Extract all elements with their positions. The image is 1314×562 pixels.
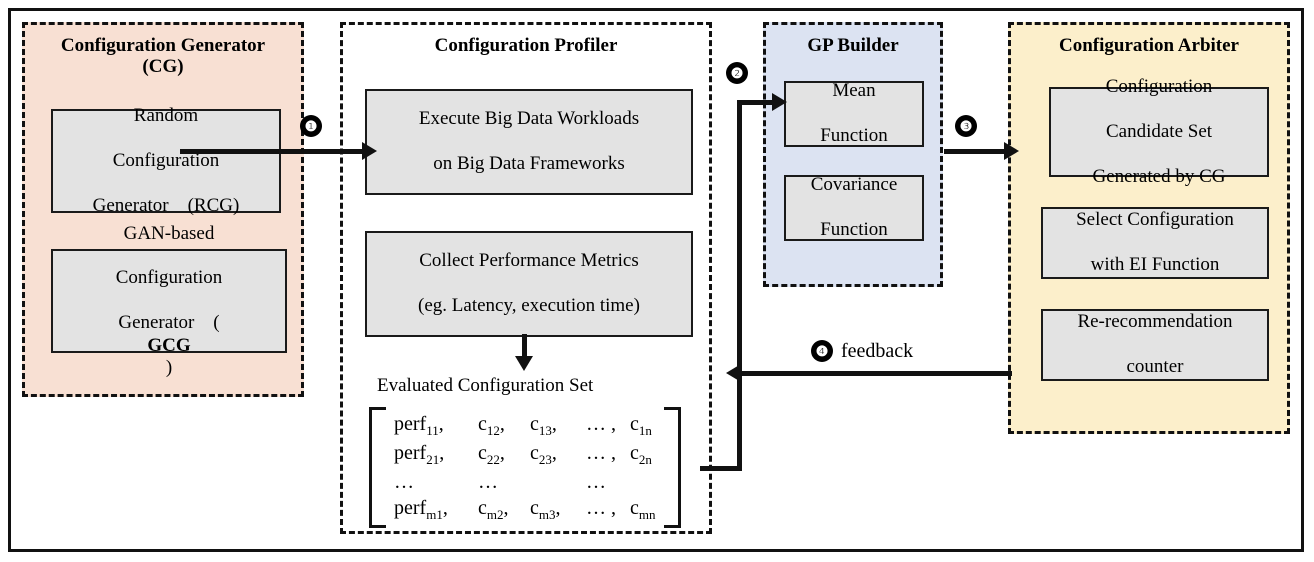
matrix-row: perfm1,cm2,cm3,… ,cmn [394,496,656,522]
execute-line2: on Big Data Frameworks [433,153,625,175]
matrix-bracket-left [369,407,386,528]
panel-title-cg: Configuration Generator (CG) [25,35,301,78]
panel-configuration-arbiter: Configuration Arbiter Configuration Cand… [1008,22,1290,434]
panel-title-arbiter: Configuration Arbiter [1059,35,1239,56]
matrix-row: ……… [394,470,606,493]
collect-line2: (eg. Latency, execution time) [418,295,640,317]
flow-1-badge: ❶ [300,115,322,137]
panel-title-cg-line2: (CG) [142,56,184,78]
matrix-bracket-right [663,407,681,528]
cov-line2: Function [820,219,888,241]
execute-line1: Execute Big Data Workloads [418,108,640,130]
candidate-line2: Candidate Set [1105,120,1213,142]
flow-2-badge: ❷ [726,62,748,84]
candidate-line1: Configuration [1105,75,1213,97]
panel-gp-builder: GP Builder Mean Function Covariance Func… [763,22,943,287]
panel-configuration-generator: Configuration Generator (CG) Random Conf… [22,22,304,397]
box-covariance-function[interactable]: Covariance Function [784,174,924,241]
box-random-configuration-generator[interactable]: Random Configuration Generator (RCG) [51,105,281,216]
matrix-row: perf11,c12,c13,… ,c1n [394,413,652,438]
box-collect-performance-metrics[interactable]: Collect Performance Metrics (eg. Latency… [365,231,693,337]
gcg-line3: Generator (GCG) [118,312,220,379]
label-evaluated-configuration-set: Evaluated Configuration Set [377,375,594,396]
gcg-line2: Configuration [115,267,223,289]
select-line2: with EI Function [1090,254,1220,276]
matrix-row: perf21,c22,c23,… ,c2n [394,441,652,467]
candidate-line3: Generated by CG [1092,165,1226,187]
counter-line1: Re-recommendation [1077,311,1233,333]
flow-collect-to-set-arrowhead [515,356,533,371]
box-gan-based-configuration-generator[interactable]: GAN-based Configuration Generator (GCG) [51,223,287,378]
box-re-recommendation-counter[interactable]: Re-recommendation counter [1041,309,1269,381]
counter-line2: counter [1126,356,1184,378]
flow-3-arrowhead [1004,142,1019,160]
rcg-line3: Generator (RCG) [92,194,240,216]
flow-3-line [944,149,1012,154]
panel-title-cg-line1: Configuration Generator [60,35,266,56]
box-configuration-candidate-set[interactable]: Configuration Candidate Set Generated by… [1049,76,1269,187]
flow-2-line-riser [737,100,742,471]
box-select-configuration-ei[interactable]: Select Configuration with EI Function [1041,207,1269,279]
select-line1: Select Configuration [1076,209,1234,231]
box-mean-function[interactable]: Mean Function [784,80,924,147]
evaluated-configuration-matrix: perf11,c12,c13,… ,c1n perf21,c22,c23,… ,… [369,407,681,528]
flow-2-arrowhead [772,93,787,111]
flow-collect-to-set-line [522,334,527,358]
flow-3-badge: ❸ [955,115,977,137]
rcg-line1: Random [133,104,199,126]
rcg-line2: Configuration [112,149,220,171]
mean-line2: Function [820,125,888,147]
flow-4-arrowhead [726,364,741,382]
flow-1-arrowhead [362,142,377,160]
flow-4-label: feedback [841,340,914,362]
flow-2-line-to-mean [737,100,779,105]
box-execute-big-data-workloads[interactable]: Execute Big Data Workloads on Big Data F… [365,89,693,195]
panel-configuration-profiler: Configuration Profiler Execute Big Data … [340,22,712,534]
flow-4-badge: ❹ [811,340,833,362]
flow-2-line-from-matrix [700,466,742,471]
cov-line1: Covariance [810,174,898,196]
gcg-line1: GAN-based [123,222,215,244]
panel-title-gp-builder: GP Builder [807,35,899,56]
flow-1-line [180,149,364,154]
mean-line1: Mean [832,80,876,102]
panel-title-profiler: Configuration Profiler [434,35,618,56]
flow-4-line [740,371,1012,376]
collect-line1: Collect Performance Metrics [419,250,639,272]
matrix-rows: perf11,c12,c13,… ,c1n perf21,c22,c23,… ,… [386,407,664,528]
